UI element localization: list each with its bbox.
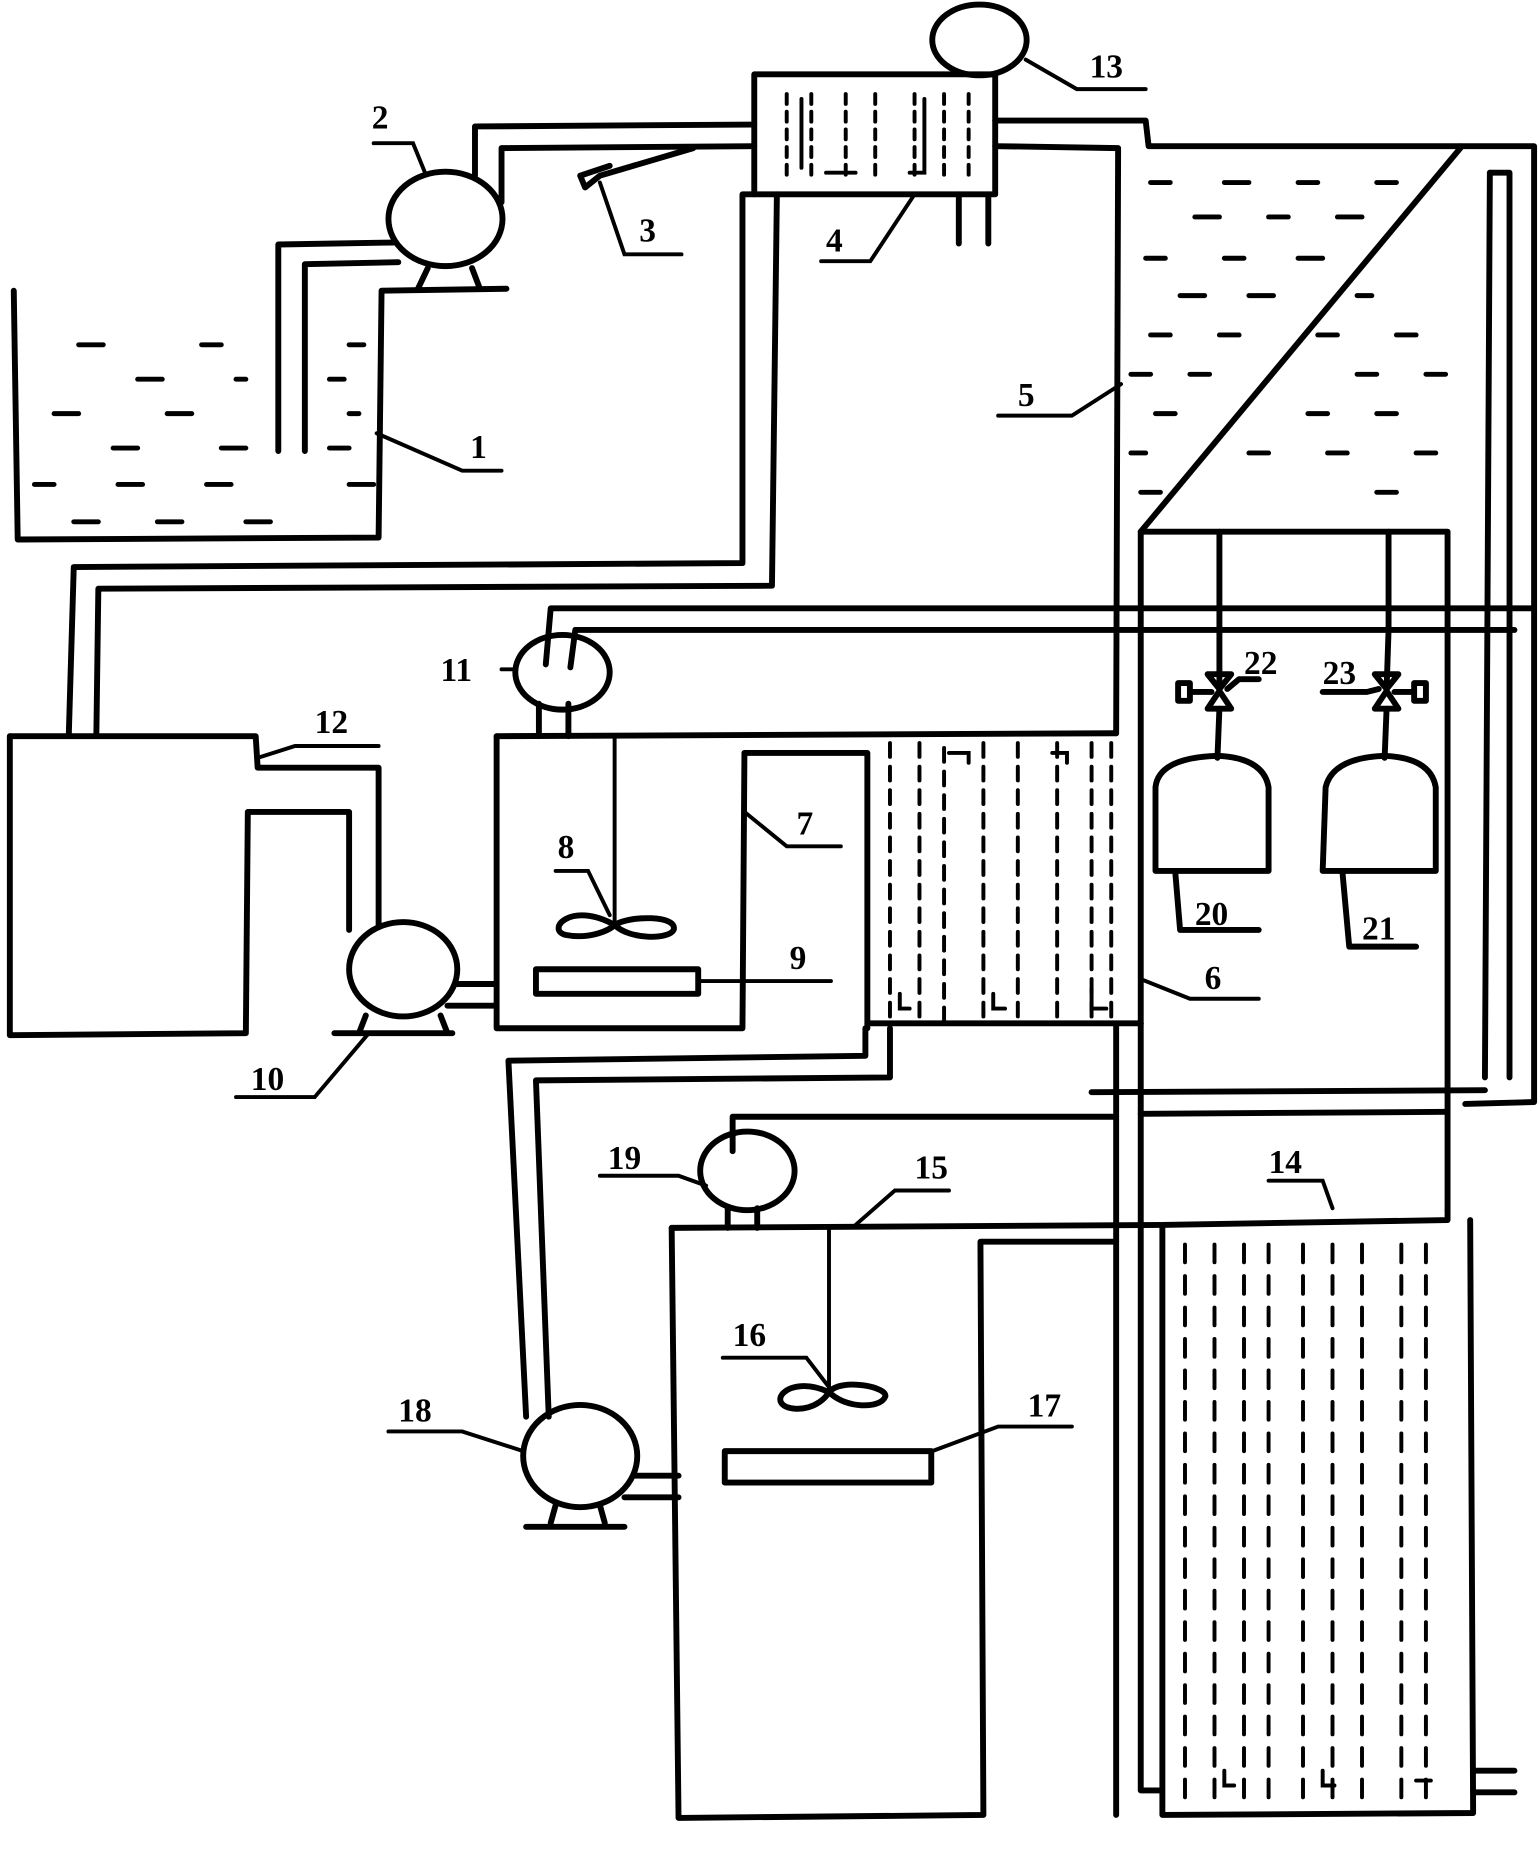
heater-17	[721, 1448, 935, 1486]
filter-6	[864, 741, 1144, 1027]
mixer-16	[777, 1381, 889, 1412]
pipe-6-to-18	[505, 1025, 869, 1420]
filter-4	[751, 71, 999, 247]
dosing-frame	[1137, 528, 1451, 1214]
heater-9	[533, 966, 702, 997]
label-7: 7	[797, 806, 814, 843]
dosing-tank-20	[1152, 752, 1272, 874]
reactor-7	[493, 700, 1120, 1032]
tank-1	[10, 285, 510, 543]
label-3: 3	[639, 213, 656, 250]
mixer-8	[555, 912, 677, 940]
tank-5	[992, 143, 1122, 737]
pump-13	[929, 1, 1030, 79]
label-1: 1	[470, 429, 487, 466]
liquid-dashes	[1128, 180, 1449, 495]
dosing-tank-21	[1319, 752, 1439, 874]
valve-23	[1319, 627, 1429, 761]
label-22: 22	[1244, 645, 1277, 682]
label-15: 15	[915, 1150, 948, 1187]
label-16: 16	[733, 1317, 766, 1354]
leader-lines	[234, 57, 1335, 1454]
label-9: 9	[790, 940, 807, 977]
nozzle-3	[577, 145, 697, 191]
pipe-2-to-4	[472, 121, 758, 179]
label-5: 5	[1018, 377, 1035, 414]
label-10: 10	[251, 1061, 284, 1098]
label-18: 18	[398, 1393, 431, 1430]
label-20: 20	[1195, 896, 1228, 933]
pump-2	[385, 168, 506, 292]
liquid-dashes	[31, 342, 377, 525]
label-2: 2	[372, 99, 389, 136]
label-11: 11	[441, 652, 473, 689]
pipe-4-to-12	[65, 191, 758, 737]
valve-22	[1175, 627, 1262, 761]
label-13: 13	[1090, 48, 1123, 85]
pump-10	[331, 919, 500, 1037]
label-4: 4	[826, 222, 843, 259]
tank-12	[6, 733, 382, 1039]
reactor-15	[668, 1221, 1164, 1821]
pump-11	[512, 631, 613, 713]
suction-pipe	[275, 239, 397, 454]
label-14: 14	[1269, 1144, 1303, 1181]
label-8: 8	[558, 829, 575, 866]
settling-tank	[1128, 143, 1538, 1107]
label-23: 23	[1323, 655, 1356, 692]
tank-14	[1159, 1207, 1518, 1818]
pump-19	[697, 1128, 798, 1214]
label-6: 6	[1205, 960, 1222, 997]
label-12: 12	[315, 704, 348, 741]
label-19: 19	[608, 1140, 641, 1177]
label-17: 17	[1028, 1388, 1061, 1425]
pipe-11	[542, 605, 1538, 668]
label-21: 21	[1362, 911, 1395, 948]
pump-18	[520, 1401, 682, 1530]
vertical-pipes	[1113, 1020, 1164, 1818]
